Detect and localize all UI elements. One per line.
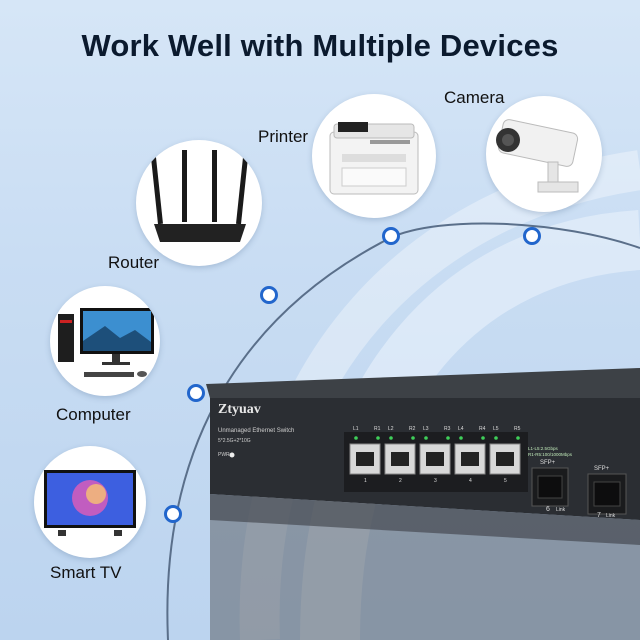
connection-dot-printer bbox=[382, 227, 400, 245]
router-circle bbox=[136, 140, 262, 266]
switch-model-line1: Unmanaged Ethernet Switch bbox=[218, 428, 295, 434]
sfp-port-6-number: 6 bbox=[546, 506, 550, 513]
sfp-port-7-number: 7 bbox=[597, 512, 601, 519]
port-number: 4 bbox=[469, 478, 472, 484]
switch-brand: Ztyuav bbox=[218, 402, 261, 417]
printer-icon bbox=[329, 122, 419, 195]
smart-tv-label: Smart TV bbox=[50, 563, 122, 582]
port-label: R5 bbox=[514, 426, 521, 432]
port-label: L1 bbox=[353, 426, 359, 432]
router-label: Router bbox=[108, 253, 160, 272]
sfp-port-7-link: Link bbox=[606, 513, 616, 519]
port-label: R1 bbox=[374, 426, 381, 432]
port-label: L4 bbox=[458, 426, 464, 432]
port-label: R4 bbox=[479, 426, 486, 432]
port-label: R3 bbox=[444, 426, 451, 432]
router-icon bbox=[150, 150, 249, 242]
sfp-port-6-link: Link bbox=[556, 507, 566, 513]
port-label: L3 bbox=[423, 426, 429, 432]
sfp-label-7: SFP+ bbox=[594, 466, 610, 472]
computer-label: Computer bbox=[56, 405, 131, 424]
connection-arc bbox=[166, 222, 640, 640]
port-number: 5 bbox=[504, 478, 507, 484]
connection-dot-router bbox=[260, 286, 278, 304]
legend-line-2: R1-R5:100/1000Mbps bbox=[528, 452, 573, 457]
port-number: 1 bbox=[364, 478, 367, 484]
sfp-label-6: SFP+ bbox=[540, 460, 556, 466]
connection-dot-computer bbox=[187, 384, 205, 402]
camera-icon bbox=[496, 119, 579, 193]
legend-line-1: L1-L5:2.5Gbps bbox=[528, 446, 558, 451]
speed-legend: L1-L5:2.5Gbps R1-R5:100/1000Mbps bbox=[528, 446, 572, 458]
port-label: L5 bbox=[493, 426, 499, 432]
camera-label: Camera bbox=[444, 88, 505, 107]
banner-title: Work Well with Multiple Devices bbox=[81, 28, 559, 63]
port-number: 2 bbox=[399, 478, 402, 484]
printer-label: Printer bbox=[258, 127, 309, 146]
switch-power-label: PWR bbox=[218, 452, 230, 458]
smart-tv-icon bbox=[44, 470, 136, 536]
camera-circle bbox=[486, 96, 602, 212]
connection-dot-camera bbox=[523, 227, 541, 245]
computer-circle bbox=[50, 286, 160, 396]
smart-tv-circle bbox=[34, 446, 146, 558]
computer-icon bbox=[58, 308, 154, 377]
port-number: 3 bbox=[434, 478, 437, 484]
port-label: R2 bbox=[409, 426, 416, 432]
printer-circle bbox=[312, 94, 436, 218]
port-label: L2 bbox=[388, 426, 394, 432]
switch-model-line2: 5*2.5G+2*10G bbox=[218, 438, 251, 444]
connection-dot-smart-tv bbox=[164, 505, 182, 523]
